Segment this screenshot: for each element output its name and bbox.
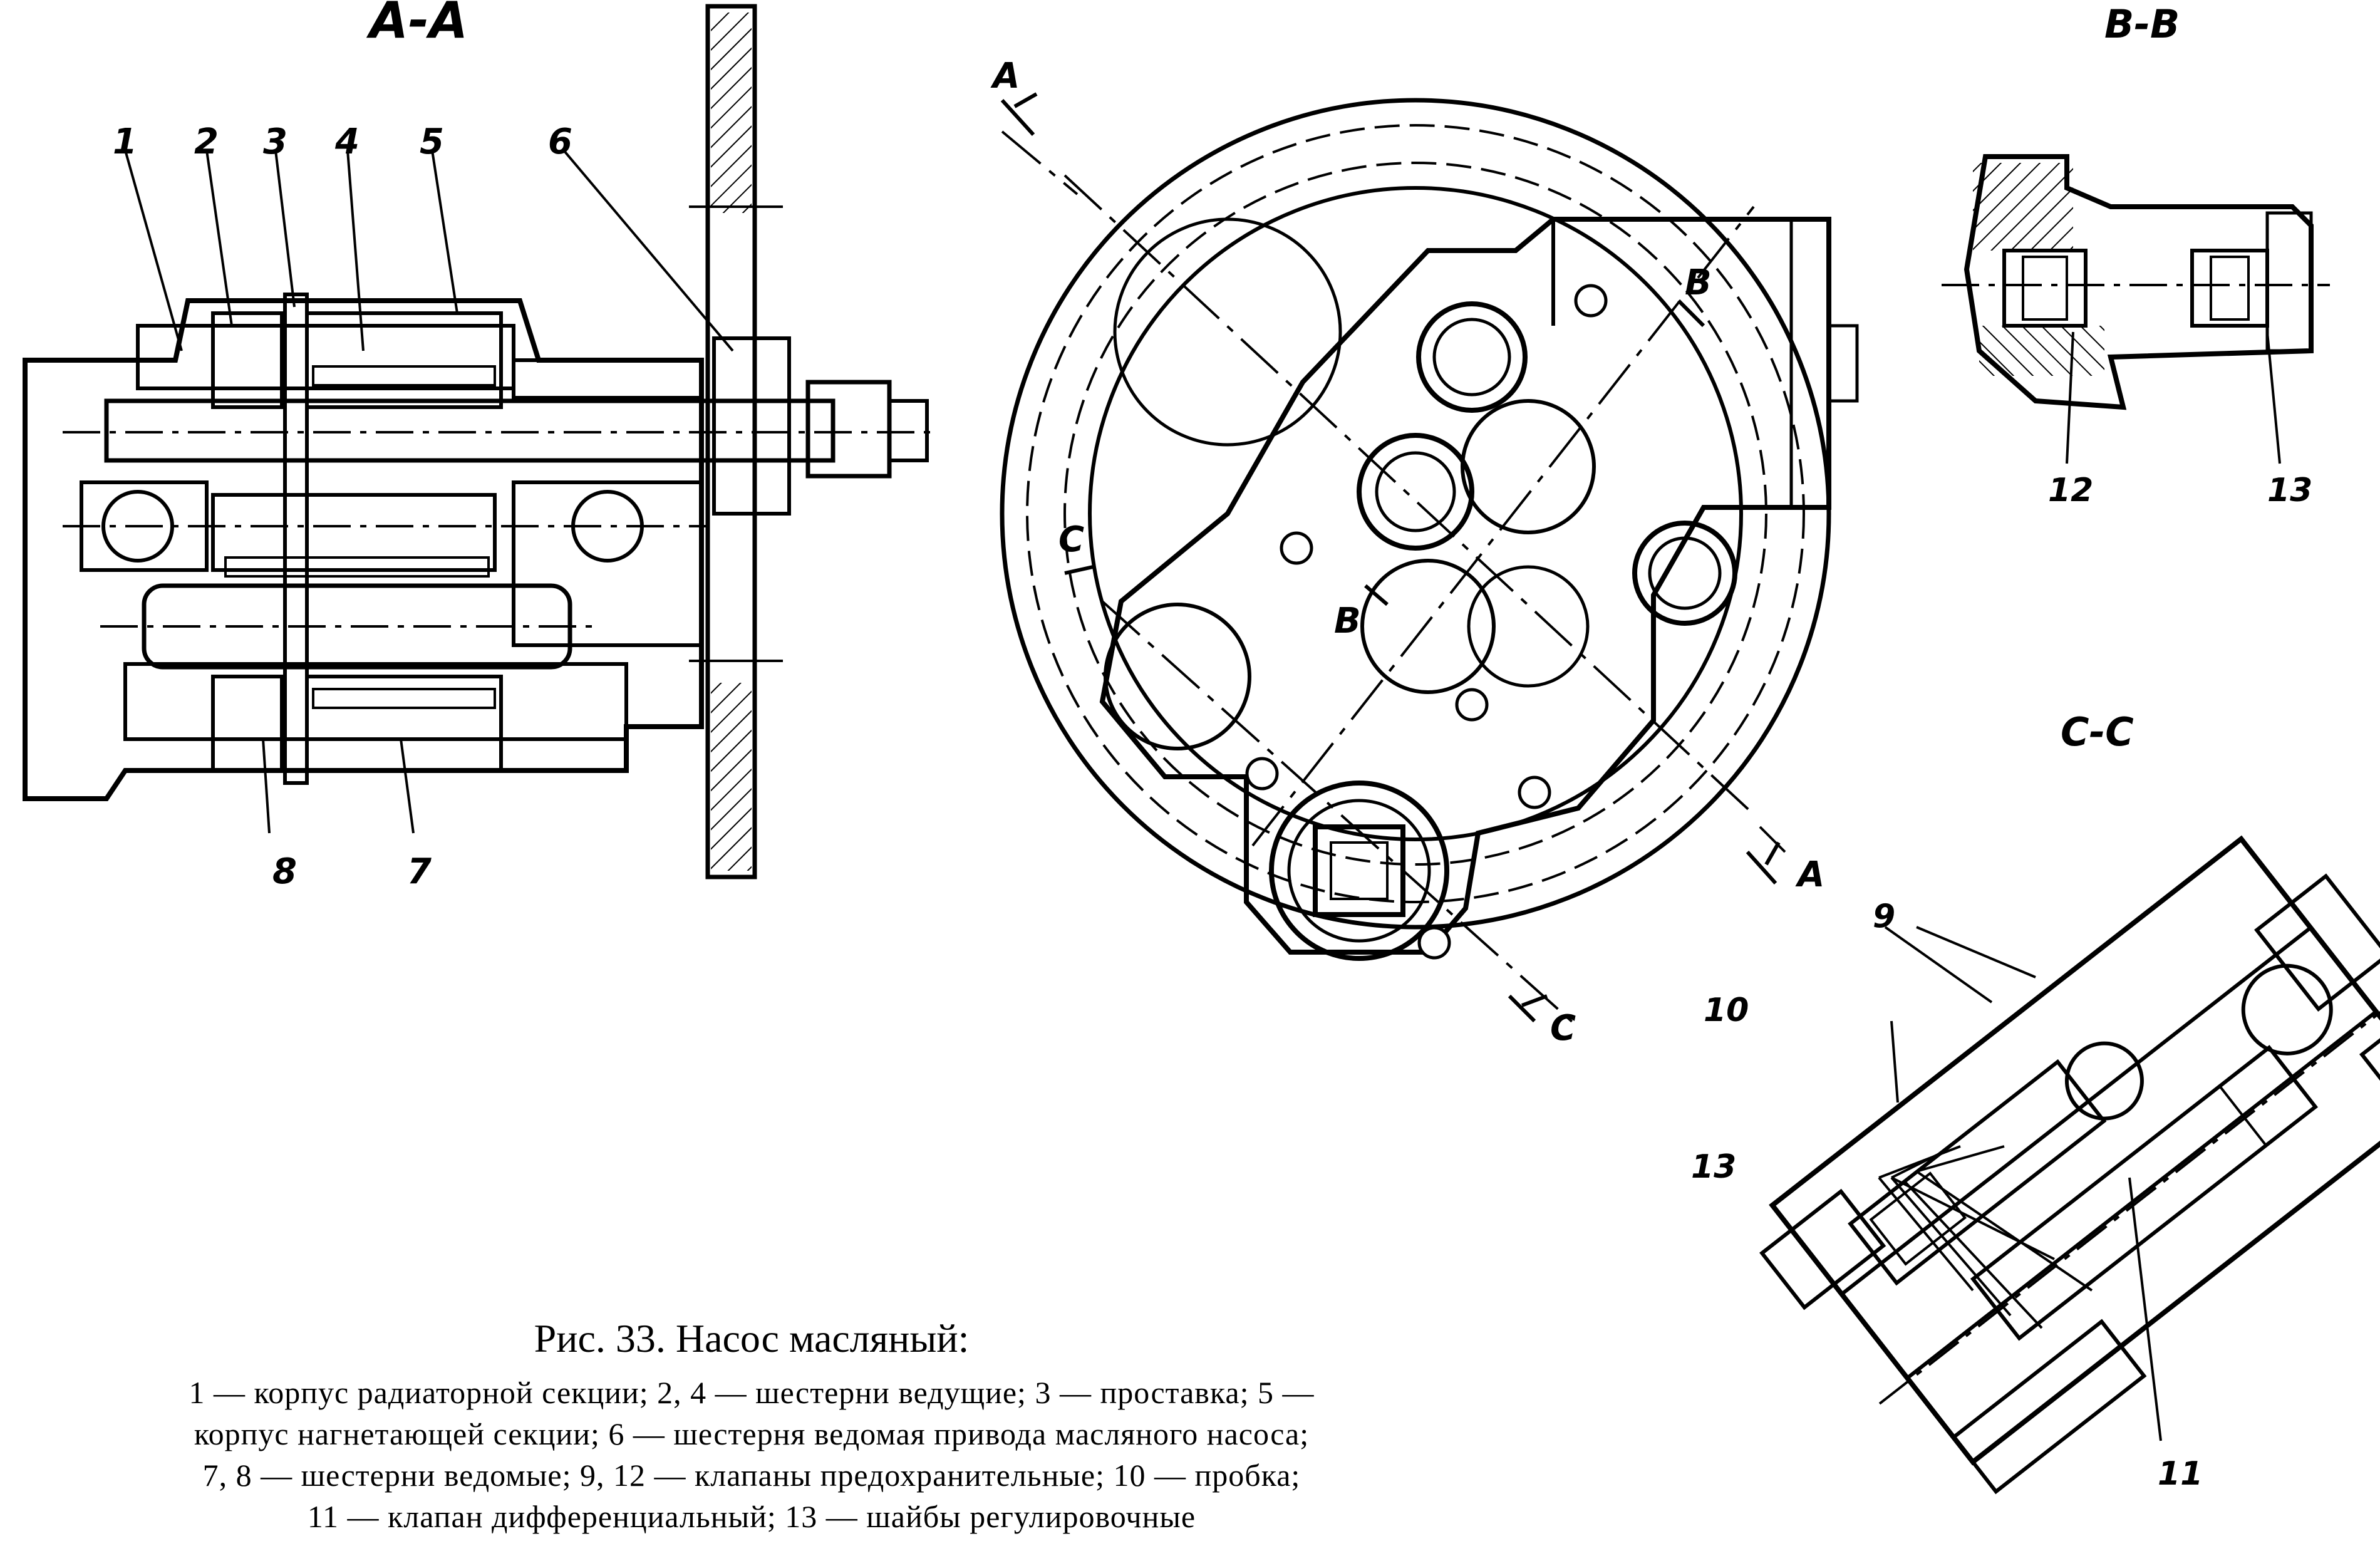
caption-line-3: 7, 8 — шестерни ведомые; 9, 12 — клапаны… (202, 1458, 1301, 1493)
part-number-12: 12 (2048, 472, 2093, 509)
part-number-13-cc: 13 (1691, 1148, 1736, 1186)
cut-mark-b-right: В (1685, 262, 1712, 303)
part-number-1: 1 (113, 122, 137, 162)
section-aa-view: А-А (23, 0, 939, 892)
cut-mark-a-top: А (990, 56, 1020, 96)
part-number-10: 10 (1704, 992, 1749, 1029)
section-aa-title: А-А (366, 0, 468, 49)
cut-mark-c-left: С (1058, 519, 1084, 560)
caption-line-4: 11 — клапан дифференциальный; 13 — шайбы… (307, 1499, 1196, 1534)
part-number-3: 3 (263, 122, 287, 162)
part-number-13-bb: 13 (2267, 472, 2312, 509)
caption-line-2: корпус нагнетающей секции; 6 — шестерня … (194, 1416, 1310, 1451)
part-number-7: 7 (407, 851, 432, 892)
figure-caption-title: Рис. 33. Насос масляный: (534, 1316, 970, 1361)
caption-line-1: 1 — корпус радиаторной секции; 2, 4 — ше… (189, 1375, 1315, 1410)
part-number-5: 5 (420, 122, 444, 162)
part-number-4: 4 (334, 122, 360, 162)
cut-mark-a-bottom: А (1795, 854, 1824, 895)
part-number-2: 2 (194, 122, 219, 162)
section-cc-title: С-С (2061, 709, 2134, 755)
part-number-6: 6 (548, 122, 572, 162)
section-bb-view: В-В 12 13 (1942, 1, 2330, 509)
section-bb-title: В-В (2104, 1, 2180, 47)
front-view: А А В В С С (990, 56, 1859, 1049)
part-number-9: 9 (1873, 898, 1895, 935)
section-cc-view: С-С (1691, 709, 2380, 1495)
part-number-11: 11 (2158, 1455, 2203, 1493)
cut-mark-c-bottom: С (1550, 1008, 1576, 1049)
part-number-8: 8 (272, 851, 297, 892)
figure-caption-legend: 1 — корпус радиаторной секции; 2, 4 — ше… (0, 1372, 1503, 1537)
cut-mark-b-centre: В (1334, 601, 1361, 641)
